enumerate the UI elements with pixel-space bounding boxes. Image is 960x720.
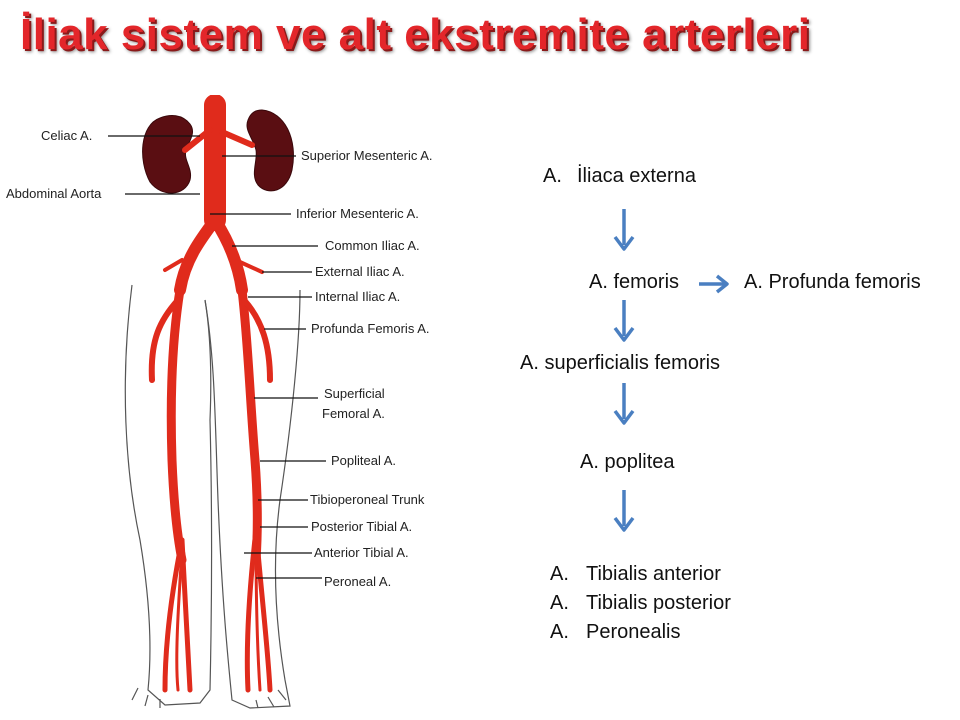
- right-kidney: [246, 109, 294, 192]
- list-item: A. Peronealis: [550, 621, 731, 650]
- kidneys: [142, 109, 294, 194]
- label-internal-iliac: Internal Iliac A.: [315, 289, 400, 304]
- label-profunda-femoris: Profunda Femoris A.: [311, 321, 430, 336]
- arrow-down-icon: [613, 383, 635, 425]
- slide-title: İliak sistem ve alt ekstremite arterleri: [20, 10, 811, 59]
- flow-iliaca-name: İliaca externa: [577, 165, 696, 187]
- flow-poplitea: A. poplitea: [580, 451, 675, 473]
- list-item: A. Tibialis posterior: [550, 592, 731, 621]
- arrow-down-icon: [613, 300, 635, 342]
- arrow-right-icon: [699, 274, 729, 294]
- list-item-name: Tibialis anterior: [586, 563, 721, 585]
- label-common-iliac: Common Iliac A.: [325, 238, 420, 253]
- label-tibioperoneal-trunk: Tibioperoneal Trunk: [310, 492, 425, 507]
- list-item: A. Tibialis anterior: [550, 563, 731, 592]
- left-kidney: [142, 115, 193, 194]
- label-celiac: Celiac A.: [41, 128, 92, 143]
- leader-lines: [108, 135, 326, 579]
- label-external-iliac: External Iliac A.: [315, 264, 405, 279]
- flow-superficialis-femoris: A. superficialis femoris: [520, 352, 721, 374]
- branch-list: A. Tibialis anterior A. Tibialis posterior…: [550, 563, 731, 650]
- list-item-name: Peronealis: [586, 621, 681, 643]
- list-item-prefix: A.: [550, 592, 569, 614]
- label-superficial-femoral-line1: Superficial: [324, 386, 385, 401]
- arterial-tree: [148, 95, 273, 693]
- flow-profunda-femoris: A. Profunda femoris: [744, 271, 921, 293]
- label-superior-mesenteric: Superior Mesenteric A.: [301, 148, 433, 163]
- list-item-name: Tibialis posterior: [586, 592, 731, 614]
- label-superficial-femoral-line2: Femoral A.: [322, 406, 385, 421]
- flow-femoris: A. femoris: [589, 271, 680, 293]
- label-anterior-tibial: Anterior Tibial A.: [314, 545, 409, 560]
- label-posterior-tibial: Posterior Tibial A.: [311, 519, 412, 534]
- label-popliteal: Popliteal A.: [331, 453, 396, 468]
- list-item-prefix: A.: [550, 563, 569, 585]
- arterial-anatomy-illustration: Celiac A. Abdominal Aorta Superior Mesen…: [6, 95, 433, 709]
- arrow-down-icon: [613, 209, 635, 251]
- list-item-prefix: A.: [550, 621, 569, 643]
- leg-outline: [124, 284, 301, 709]
- arrow-down-icon: [613, 490, 635, 532]
- label-abdominal-aorta: Abdominal Aorta: [6, 186, 102, 201]
- flow-iliaca-externa: A. İliaca externa: [543, 165, 696, 188]
- flow-iliaca-prefix: A.: [543, 165, 562, 187]
- label-peroneal: Peroneal A.: [324, 574, 391, 589]
- label-inferior-mesenteric: Inferior Mesenteric A.: [296, 206, 419, 221]
